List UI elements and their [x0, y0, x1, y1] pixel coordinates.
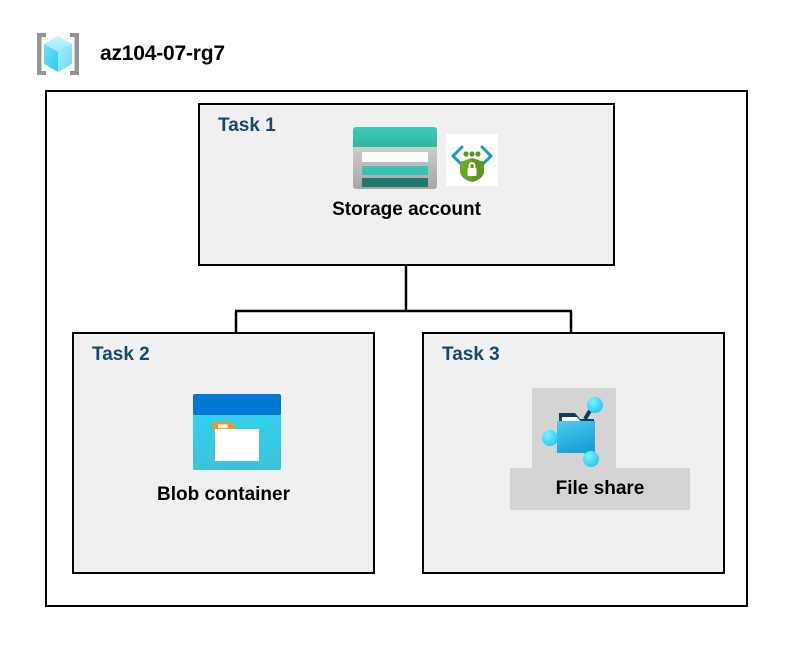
storage-account-icon: [352, 126, 438, 195]
file-share-label-backdrop: [510, 468, 690, 510]
storage-account-caption: Storage account: [332, 199, 481, 220]
secure-transfer-shield-icon: [446, 134, 498, 191]
task-3-label: Task 3: [442, 344, 500, 365]
resource-group-name: az104-07-rg7: [100, 42, 225, 65]
resource-group-header: az104-07-rg7: [30, 26, 225, 82]
blob-container-caption: Blob container: [156, 484, 290, 505]
file-share-icon: [533, 391, 615, 474]
resource-group-icon: [30, 26, 86, 82]
task-2-label: Task 2: [92, 344, 150, 365]
file-share-caption: File share: [555, 478, 645, 499]
blob-container-icon: [192, 393, 282, 476]
task-1-label: Task 1: [218, 115, 276, 136]
